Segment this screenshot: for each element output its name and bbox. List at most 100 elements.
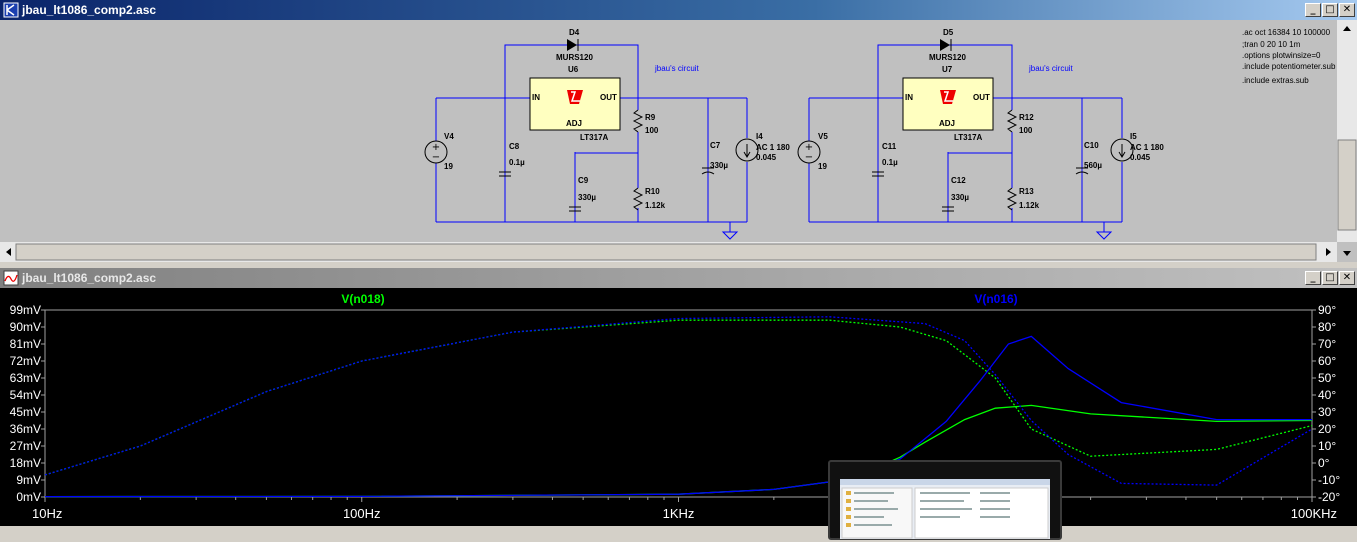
window-thumbnail-preview[interactable] <box>828 460 1062 540</box>
legend-label: V(n016) <box>974 292 1017 306</box>
label-v4: V4 <box>444 132 454 141</box>
label-i5-value: AC 1 180 <box>1130 143 1164 152</box>
circuit-1 <box>435 44 748 232</box>
label-i4-value: AC 1 180 <box>756 143 790 152</box>
y-right-tick-label: 90° <box>1318 303 1336 317</box>
x-tick-label: 1KHz <box>663 506 695 521</box>
y-right-tick-label: 80° <box>1318 320 1336 334</box>
plot-titlebar[interactable]: jbau_lt1086_comp2.asc _ □ ✕ <box>0 268 1357 288</box>
voltage-source-v5-symbol[interactable]: + − <box>797 140 821 164</box>
capacitor-c12-symbol[interactable] <box>942 206 954 212</box>
scroll-right-arrow-icon[interactable] <box>1326 248 1331 256</box>
label-u6-out: OUT <box>600 93 617 102</box>
label-v4-value: 19 <box>444 162 453 171</box>
vertical-scrollbar-thumb[interactable] <box>1337 139 1357 231</box>
label-c12-value: 330µ <box>951 193 969 202</box>
capacitor-c7-symbol[interactable] <box>701 167 715 175</box>
capacitor-c8-symbol[interactable] <box>499 171 511 177</box>
label-d4: D4 <box>569 28 580 37</box>
scroll-left-arrow-icon[interactable] <box>6 248 11 256</box>
resistor-r13-symbol[interactable] <box>1006 187 1018 211</box>
label-d5: D5 <box>943 28 954 37</box>
label-c8: C8 <box>509 142 520 151</box>
label-r13: R13 <box>1019 187 1034 196</box>
ground-symbol <box>1095 231 1113 240</box>
y-right-tick-label: 70° <box>1318 337 1336 351</box>
label-c9: C9 <box>578 176 589 185</box>
scroll-up-arrow-icon[interactable] <box>1343 26 1351 31</box>
y-left-tick-label: 72mV <box>10 354 41 368</box>
label-c7: C7 <box>710 141 721 150</box>
diode-d5-symbol[interactable] <box>940 39 952 51</box>
note-circuit-1: jbau's circuit <box>654 64 700 73</box>
y-left-tick-label: 9mV <box>16 473 41 487</box>
y-right-tick-label: 50° <box>1318 371 1336 385</box>
label-r12: R12 <box>1019 113 1034 122</box>
label-u7-out: OUT <box>973 93 990 102</box>
label-c10: C10 <box>1084 141 1099 150</box>
label-c9-value: 330µ <box>578 193 596 202</box>
legend-label: V(n018) <box>341 292 384 306</box>
label-r9-value: 100 <box>645 126 659 135</box>
maximize-button[interactable]: □ <box>1322 271 1338 285</box>
label-r10-value: 1.12k <box>645 201 666 210</box>
current-source-i5-symbol[interactable] <box>1110 138 1134 162</box>
linear-technology-logo <box>940 90 956 104</box>
label-i4-value2: 0.045 <box>756 153 777 162</box>
y-left-tick-label: 45mV <box>10 405 41 419</box>
svg-text:−: − <box>805 152 813 163</box>
diode-d4-symbol[interactable] <box>567 39 579 51</box>
note-circuit-2: jbau's circuit <box>1028 64 1074 73</box>
current-source-i4-symbol[interactable] <box>735 138 759 162</box>
label-c11-value: 0.1µ <box>882 158 898 167</box>
label-c7-value: 330µ <box>710 161 728 170</box>
scroll-down-arrow-icon[interactable] <box>1343 251 1351 256</box>
schematic-titlebar[interactable]: jbau_lt1086_comp2.asc _ □ ✕ <box>0 0 1357 20</box>
label-u7-adj: ADJ <box>939 119 955 128</box>
y-left-tick-label: 54mV <box>10 388 41 402</box>
bode-plot[interactable]: 0mV9mV18mV27mV36mV45mV54mV63mV72mV81mV90… <box>0 288 1357 526</box>
label-v5: V5 <box>818 132 828 141</box>
spice-directive: .include potentiometer.sub <box>1242 62 1336 71</box>
capacitor-c10-symbol[interactable] <box>1075 167 1089 175</box>
label-u6-adj: ADJ <box>566 119 582 128</box>
voltage-source-v4-symbol[interactable]: + − <box>424 140 448 164</box>
y-left-tick-label: 0mV <box>16 490 41 504</box>
label-r13-value: 1.12k <box>1019 201 1040 210</box>
svg-text:+: + <box>805 142 813 153</box>
label-r9: R9 <box>645 113 656 122</box>
y-right-tick-label: 30° <box>1318 405 1336 419</box>
label-u6-in: IN <box>532 93 540 102</box>
resistor-r12-symbol[interactable] <box>1006 109 1018 133</box>
minimize-button[interactable]: _ <box>1305 3 1321 17</box>
plot-window-title: jbau_lt1086_comp2.asc <box>22 271 157 285</box>
minimize-button[interactable]: _ <box>1305 271 1321 285</box>
y-right-tick-label: -20° <box>1318 490 1340 504</box>
y-left-tick-label: 81mV <box>10 337 41 351</box>
y-right-tick-label: 10° <box>1318 439 1336 453</box>
resistor-r9-symbol[interactable] <box>632 109 644 133</box>
capacitor-c11-symbol[interactable] <box>872 171 884 177</box>
horizontal-scrollbar-thumb[interactable] <box>15 243 1317 261</box>
label-u6: U6 <box>568 65 579 74</box>
label-c11: C11 <box>882 142 897 151</box>
plot-frame <box>44 309 1313 498</box>
y-left-tick-label: 18mV <box>10 456 41 470</box>
maximize-button[interactable]: □ <box>1322 3 1338 17</box>
series-v-n016-phase <box>44 316 1313 486</box>
series-v-n016- <box>44 335 1312 498</box>
label-v5-value: 19 <box>818 162 827 171</box>
close-button[interactable]: ✕ <box>1339 3 1355 17</box>
capacitor-c9-symbol[interactable] <box>569 206 581 212</box>
x-tick-label: 100KHz <box>1291 506 1337 521</box>
y-left-tick-label: 27mV <box>10 439 41 453</box>
resistor-r10-symbol[interactable] <box>632 187 644 211</box>
label-r10: R10 <box>645 187 660 196</box>
label-i4: I4 <box>756 132 763 141</box>
schematic-canvas[interactable]: + − <box>0 20 1357 262</box>
label-i5: I5 <box>1130 132 1137 141</box>
label-c8-value: 0.1µ <box>509 158 525 167</box>
close-button[interactable]: ✕ <box>1339 271 1355 285</box>
schematic-window-title: jbau_lt1086_comp2.asc <box>22 3 157 17</box>
